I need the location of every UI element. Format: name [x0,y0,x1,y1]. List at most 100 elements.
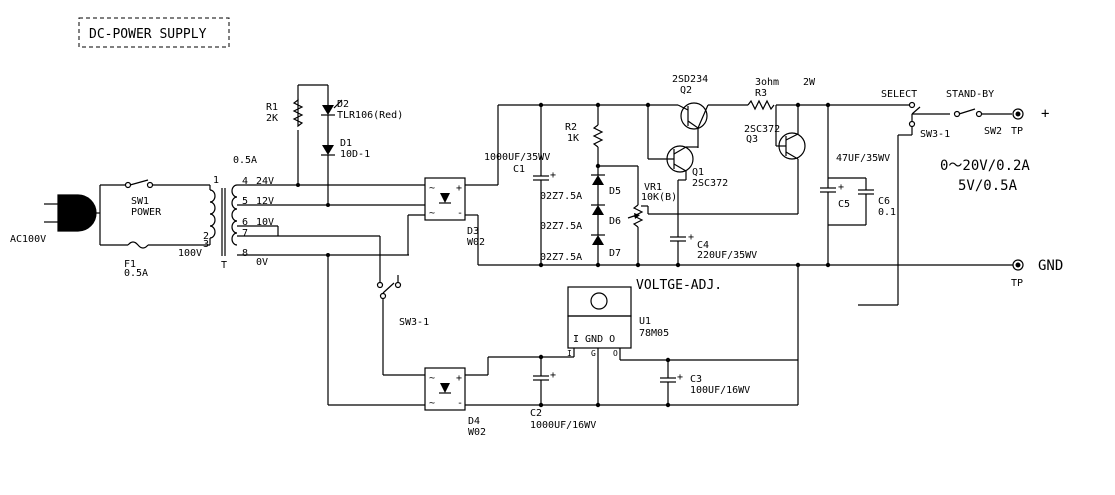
vr1-potentiometer[interactable]: VR1 10K(B) VOLTGE-ADJ. [627,166,722,293]
d3-bridge-rectifier: ~ ~ + - D3 W02 [328,177,498,265]
output-terminal-gnd[interactable]: TP GND [1011,258,1063,289]
f1-fuse: F1 0.5A [100,241,210,279]
c3-capacitor: + C3 100UF/16WV [660,360,750,405]
svg-text:-: - [457,398,463,409]
ac-plug: AC100V [10,185,101,245]
svg-text:10D-1: 10D-1 [340,149,370,160]
svg-text:5: 5 [242,196,248,207]
svg-text:+: + [550,170,556,181]
svg-text:0V: 0V [256,257,268,268]
c1-capacitor: + 1000UF/35WV C1 [484,105,556,265]
svg-text:O: O [613,349,618,358]
svg-text:SW1: SW1 [131,196,149,207]
svg-text:F1: F1 [124,259,136,270]
svg-text:C1: C1 [513,164,525,175]
svg-text:1000UF/35WV: 1000UF/35WV [484,152,550,163]
svg-text:SW3-1: SW3-1 [920,129,950,140]
sw1-power-switch[interactable]: SW1 POWER [100,179,210,218]
d4-bridge-rectifier: ~ ~ + - D4 W02 [326,253,798,438]
svg-text:02Z7.5A: 02Z7.5A [540,191,582,202]
svg-text:I GND O: I GND O [573,334,615,345]
svg-text:SELECT: SELECT [881,89,917,100]
svg-text:D6: D6 [609,216,621,227]
svg-text:3: 3 [203,239,209,250]
svg-text:0.1: 0.1 [878,207,896,218]
svg-text:G: G [591,349,596,358]
svg-text:D4: D4 [468,416,480,427]
svg-text:Q1: Q1 [692,167,704,178]
svg-text:VR1: VR1 [644,182,662,193]
c4-capacitor: + C4 220UF/35WV [670,232,757,265]
svg-text:+: + [1041,106,1049,122]
svg-text:3ohm: 3ohm [755,77,779,88]
sw2-standby-switch[interactable]: STAND-BY SW2 [946,89,1012,137]
q2-transistor: 2SD234 Q2 [647,74,709,160]
svg-text:C2: C2 [530,408,542,419]
svg-text:+: + [677,372,683,383]
svg-text:24V: 24V [256,176,274,187]
svg-text:D5: D5 [609,186,621,197]
plug-label: AC100V [10,234,46,245]
svg-text:12V: 12V [256,196,274,207]
q1-transistor: Q1 2SC372 [666,145,728,237]
title-box: DC-POWER SUPPLY [78,17,230,48]
svg-text:C4: C4 [697,240,709,251]
svg-text:D3: D3 [467,226,479,237]
svg-text:GND: GND [1038,258,1063,274]
svg-text:0～20V/0.2A: 0～20V/0.2A [940,158,1030,174]
svg-text:D1: D1 [340,138,352,149]
voltage-adj-label: VOLTGE-ADJ. [636,278,722,293]
ground-rail [478,262,1013,268]
svg-text:I: I [567,349,572,358]
svg-text:2SC372: 2SC372 [692,178,728,189]
svg-text:C6: C6 [878,196,890,207]
svg-text:2: 2 [203,231,209,242]
svg-text:220UF/35WV: 220UF/35WV [697,250,757,261]
sw3-select-switch-bottom[interactable]: SW3-1 [376,236,430,376]
svg-text:2K: 2K [266,113,278,124]
svg-text:TP: TP [1011,278,1023,289]
u1-78m05-regulator: I GND O U1 78M05 I G O [538,265,799,408]
svg-text:TLR106(Red): TLR106(Red) [337,110,403,121]
svg-text:47UF/35WV: 47UF/35WV [836,153,890,164]
svg-text:C3: C3 [690,374,702,385]
svg-text:100V: 100V [178,248,202,259]
svg-text:~: ~ [429,208,435,219]
svg-text:W02: W02 [468,427,486,438]
svg-text:0.5A: 0.5A [233,155,257,166]
svg-text:2W: 2W [803,77,816,88]
sw3-select-switch-top[interactable]: SELECT SW3-1 [858,89,950,306]
svg-text:T: T [221,260,227,271]
svg-text:1K: 1K [567,133,579,144]
svg-text:SW2: SW2 [984,126,1002,137]
svg-text:10K(B): 10K(B) [641,192,677,203]
c5-c6-capacitors: + 47UF/35WV C5 C6 0.1 [820,105,896,265]
svg-text:02Z7.5A: 02Z7.5A [540,221,582,232]
output-terminal-positive[interactable]: TP + [1011,106,1049,137]
transformer: 1 2 3 100V T 0.5A 4 24V 5 12V 6 10V 7 8 … [178,155,425,271]
svg-text:Q2: Q2 [680,85,692,96]
svg-text:100UF/16WV: 100UF/16WV [690,385,750,396]
svg-text:1: 1 [213,175,219,186]
svg-text:R1: R1 [266,102,278,113]
svg-text:TP: TP [1011,126,1023,137]
svg-text:2SC372: 2SC372 [744,124,780,135]
r3-resistor: 3ohm 2W R3 [747,77,816,111]
svg-text:2SD234: 2SD234 [672,74,708,85]
svg-text:STAND-BY: STAND-BY [946,89,994,100]
svg-text:1000UF/16WV: 1000UF/16WV [530,420,596,431]
svg-text:78M05: 78M05 [639,328,669,339]
output-spec: 0～20V/0.2A 5V/0.5A [940,158,1030,194]
svg-text:4: 4 [242,176,248,187]
svg-text:~: ~ [429,373,435,384]
svg-text:0.5A: 0.5A [124,268,148,279]
svg-text:D2: D2 [337,99,349,110]
svg-text:7: 7 [242,228,248,239]
svg-text:~: ~ [429,398,435,409]
svg-text:5V/0.5A: 5V/0.5A [958,178,1018,194]
svg-text:U1: U1 [639,316,651,327]
svg-text:Q3: Q3 [746,134,758,145]
svg-text:SW3-1: SW3-1 [399,317,429,328]
svg-text:C5: C5 [838,199,850,210]
